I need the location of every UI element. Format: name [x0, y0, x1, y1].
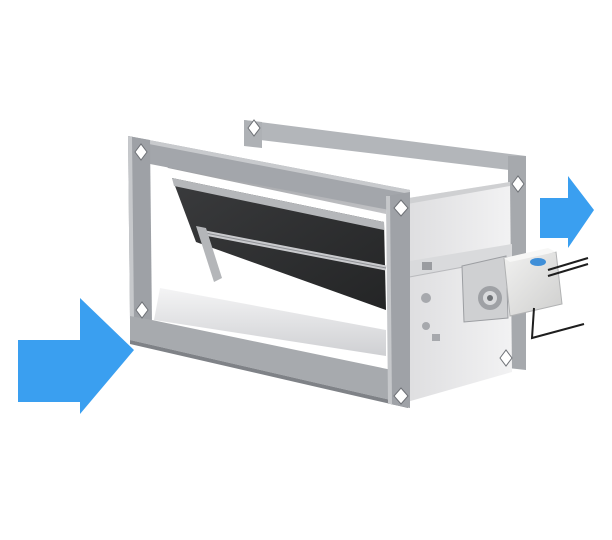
damper-blade — [172, 178, 387, 310]
airflow-out-arrow — [540, 176, 594, 248]
actuator-cable — [547, 263, 589, 277]
corner-clip — [499, 349, 513, 367]
corner-clips — [134, 119, 525, 405]
corner-clip — [135, 301, 149, 319]
corner-clip — [393, 199, 409, 217]
bolt-hole — [421, 293, 431, 303]
actuator-icon — [461, 248, 589, 340]
front-flange — [128, 136, 410, 408]
corner-clip — [393, 387, 409, 405]
corner-clip — [134, 143, 148, 161]
airflow-in-arrow — [18, 298, 134, 414]
interior-bottom — [154, 288, 386, 356]
actuator-cable — [547, 257, 589, 271]
corner-clip — [247, 119, 261, 137]
bolt-hole — [422, 322, 430, 330]
duct-sleeve — [396, 182, 513, 404]
bolt-hole — [432, 334, 440, 341]
corner-clip — [511, 175, 525, 193]
blade-linkage — [196, 226, 222, 282]
bolt-hole — [422, 262, 432, 270]
actuator-cable — [530, 307, 585, 340]
actuator-knob — [530, 258, 546, 266]
